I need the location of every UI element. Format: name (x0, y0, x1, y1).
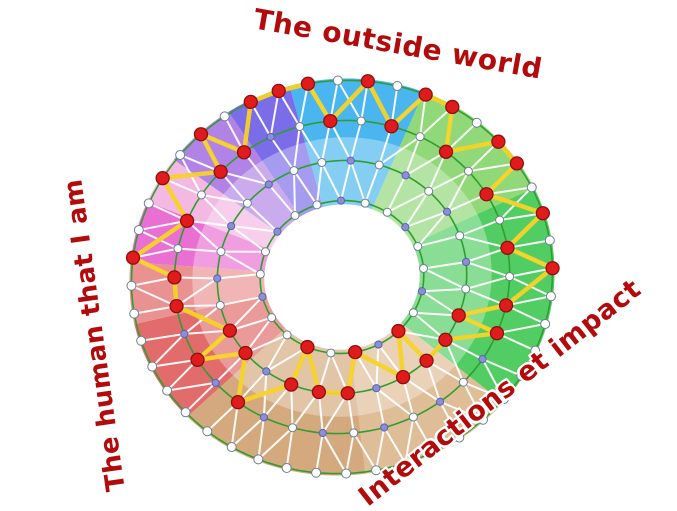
wheel-diagram-stage: The outside world The human that I am In… (58, 2, 648, 511)
torus-diagram (125, 74, 560, 479)
